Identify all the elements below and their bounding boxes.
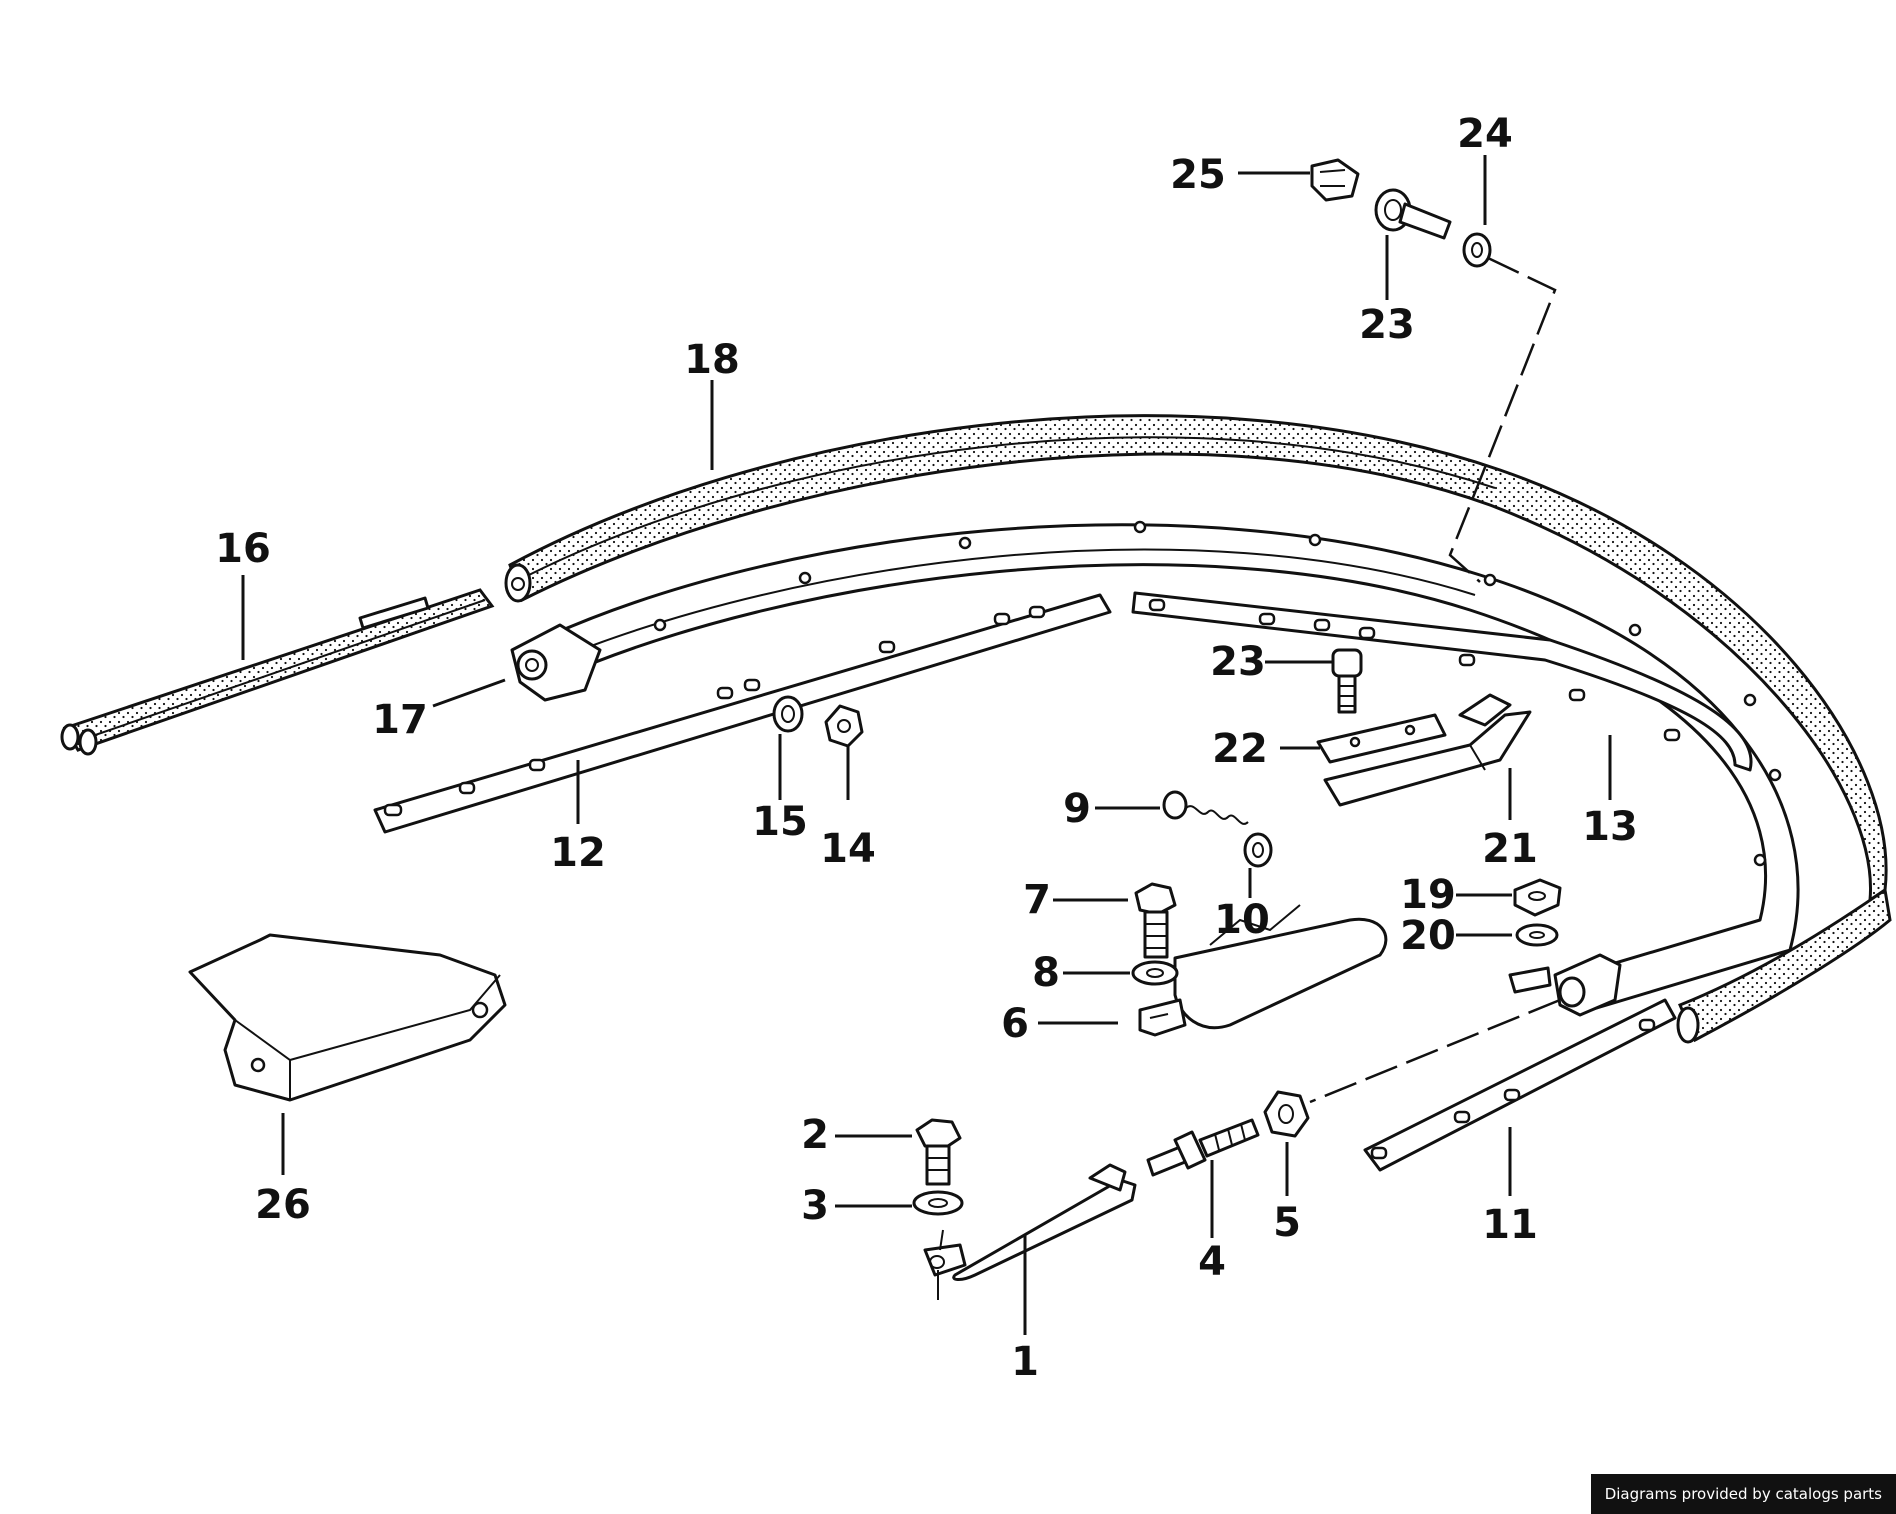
callout-9: 9: [1063, 786, 1091, 832]
part-19-nut: [1513, 878, 1562, 917]
part-3-washer: [912, 1190, 964, 1216]
credit-banner: Diagrams provided by catalogs parts: [1590, 1474, 1896, 1514]
callout-numbers: 1 2 3 4 5 6 7 8 9 10 11 12 13 14 15 16 1…: [215, 111, 1638, 1385]
frame-end-block: [1508, 953, 1622, 1017]
callout-6: 6: [1001, 1001, 1029, 1047]
part-22-plate: [1316, 713, 1447, 764]
part-17-end-cap: [510, 623, 602, 702]
part-7-bolt: [1134, 882, 1177, 959]
callout-3: 3: [801, 1183, 829, 1229]
credit-text: Diagrams provided by catalogs parts: [1604, 1485, 1882, 1503]
part-18-outer-seal: [504, 414, 1888, 903]
callout-7: 7: [1023, 877, 1051, 923]
callout-22: 22: [1212, 726, 1268, 772]
callout-10: 10: [1214, 897, 1270, 943]
part-6-cover: [1138, 904, 1388, 1037]
callout-14: 14: [820, 826, 876, 872]
part-14-nut: [824, 704, 864, 748]
callout-15: 15: [752, 799, 808, 845]
assembly-line-5: [1309, 998, 1561, 1104]
part-24-washer: [1462, 232, 1492, 268]
part-2-bolt: [915, 1118, 962, 1186]
callout-12: 12: [550, 830, 606, 876]
part-11-strap: [1363, 998, 1677, 1172]
part-21-bracket: [1323, 693, 1532, 807]
part-18-lower-end: [1676, 887, 1892, 1044]
part-23-screw-top: [1374, 188, 1452, 240]
callout-20: 20: [1400, 913, 1456, 959]
part-8-washer: [1131, 960, 1179, 986]
part-26-bracket: [188, 933, 507, 1102]
callout-13: 13: [1582, 804, 1638, 850]
callout-8: 8: [1032, 950, 1060, 996]
callout-24: 24: [1457, 111, 1513, 157]
callout-5: 5: [1273, 1200, 1301, 1246]
part-15-washer: [772, 695, 804, 733]
part-23-screw-mid: [1331, 648, 1363, 714]
part-5-nut: [1263, 1090, 1310, 1138]
callout-26: 26: [255, 1182, 311, 1228]
callout-23-mid: 23: [1210, 639, 1266, 685]
part-16-foam-strip: [60, 588, 495, 756]
frame-band-holes: [653, 520, 1782, 867]
part-20-washer: [1515, 923, 1559, 947]
callout-2: 2: [801, 1112, 829, 1158]
part-12-strap: [373, 591, 1753, 834]
callout-1: 1: [1011, 1339, 1039, 1385]
callout-23-top: 23: [1359, 302, 1415, 348]
part-13-frame-band: [538, 520, 1800, 1012]
part-4-stud: [1146, 1118, 1260, 1177]
part-9-spring: [1162, 790, 1249, 825]
part-1-trim-strip: [923, 1163, 1137, 1300]
callout-11: 11: [1482, 1202, 1538, 1248]
part-10-nut: [1243, 832, 1273, 868]
callout-17: 17: [372, 697, 428, 743]
leader-lines: [241, 155, 1612, 1335]
callout-4: 4: [1198, 1239, 1226, 1285]
callout-25: 25: [1170, 152, 1226, 198]
callout-16: 16: [215, 526, 271, 572]
part-25-cap: [1310, 158, 1360, 202]
callout-21: 21: [1482, 826, 1538, 872]
callout-18: 18: [684, 337, 740, 383]
callout-19: 19: [1400, 872, 1456, 918]
assembly-line-24: [1448, 256, 1557, 583]
